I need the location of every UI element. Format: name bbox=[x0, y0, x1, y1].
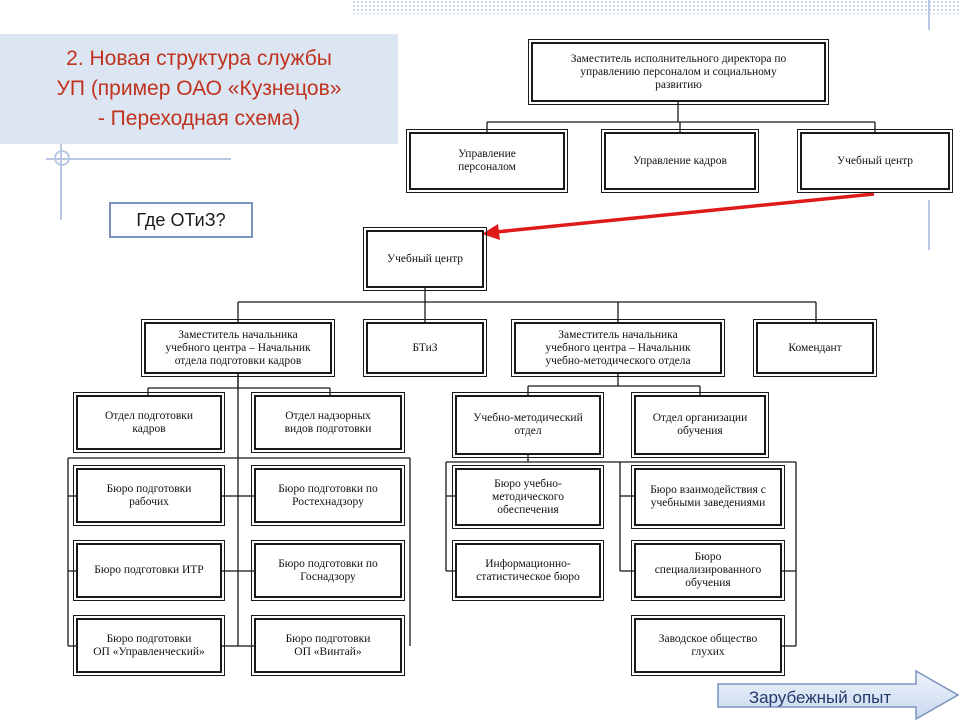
commandant-box: Комендант bbox=[753, 319, 877, 377]
decor-line bbox=[46, 158, 231, 160]
decor-line bbox=[60, 140, 62, 220]
director-box: Заместитель исполнительного директора по… bbox=[528, 39, 829, 105]
supervisory-training-dept: Отдел надзорных видов подготовки bbox=[251, 392, 405, 453]
next-arrow-button[interactable] bbox=[716, 670, 960, 720]
decorative-pattern bbox=[352, 0, 960, 14]
btiz-box: БТиЗ bbox=[363, 319, 487, 377]
unit-training-center: Учебный центр bbox=[797, 129, 953, 193]
bureau-methodology-support: Бюро учебно- методического обеспечения bbox=[452, 465, 604, 529]
bureau-specialized-training: Бюро специализированного обучения bbox=[631, 540, 785, 601]
decor-line bbox=[928, 200, 930, 250]
training-center-head: Учебный центр bbox=[363, 227, 487, 291]
bureau-edu-institutions: Бюро взаимодействия с учебными заведения… bbox=[631, 465, 785, 529]
bureau-op-vintay: Бюро подготовки ОП «Винтай» bbox=[251, 615, 405, 676]
unit-hr: Управление кадров bbox=[601, 129, 759, 193]
bureau-itr: Бюро подготовки ИТР bbox=[73, 540, 225, 601]
bureau-info-statistics: Информационно- статистическое бюро bbox=[452, 540, 604, 601]
bureau-op-upravlencheskiy: Бюро подготовки ОП «Управленческий» bbox=[73, 615, 225, 676]
question-box: Где ОТиЗ? bbox=[109, 202, 253, 238]
unit-personnel-management: Управление персоналом bbox=[406, 129, 568, 193]
next-button-label[interactable]: Зарубежный опыт bbox=[748, 688, 892, 707]
deaf-society-box: Заводское общество глухих bbox=[631, 615, 785, 676]
deputy-methodology-dept: Заместитель начальника учебного центра –… bbox=[511, 319, 725, 377]
training-org-dept: Отдел организации обучения bbox=[631, 392, 769, 458]
methodology-dept-box: Учебно-методический отдел bbox=[452, 392, 604, 458]
training-dept-box: Отдел подготовки кадров bbox=[73, 392, 225, 453]
bureau-gosnadzor: Бюро подготовки по Госнадзору bbox=[251, 540, 405, 601]
decor-line bbox=[928, 0, 930, 30]
decor-circle bbox=[54, 150, 70, 166]
bureau-workers: Бюро подготовки рабочих bbox=[73, 465, 225, 526]
deputy-training-dept: Заместитель начальника учебного центра –… bbox=[141, 319, 335, 377]
bureau-rostekhnadzor: Бюро подготовки по Ростехнадзору bbox=[251, 465, 405, 526]
slide-title: 2. Новая структура службы УП (пример ОАО… bbox=[0, 34, 398, 144]
